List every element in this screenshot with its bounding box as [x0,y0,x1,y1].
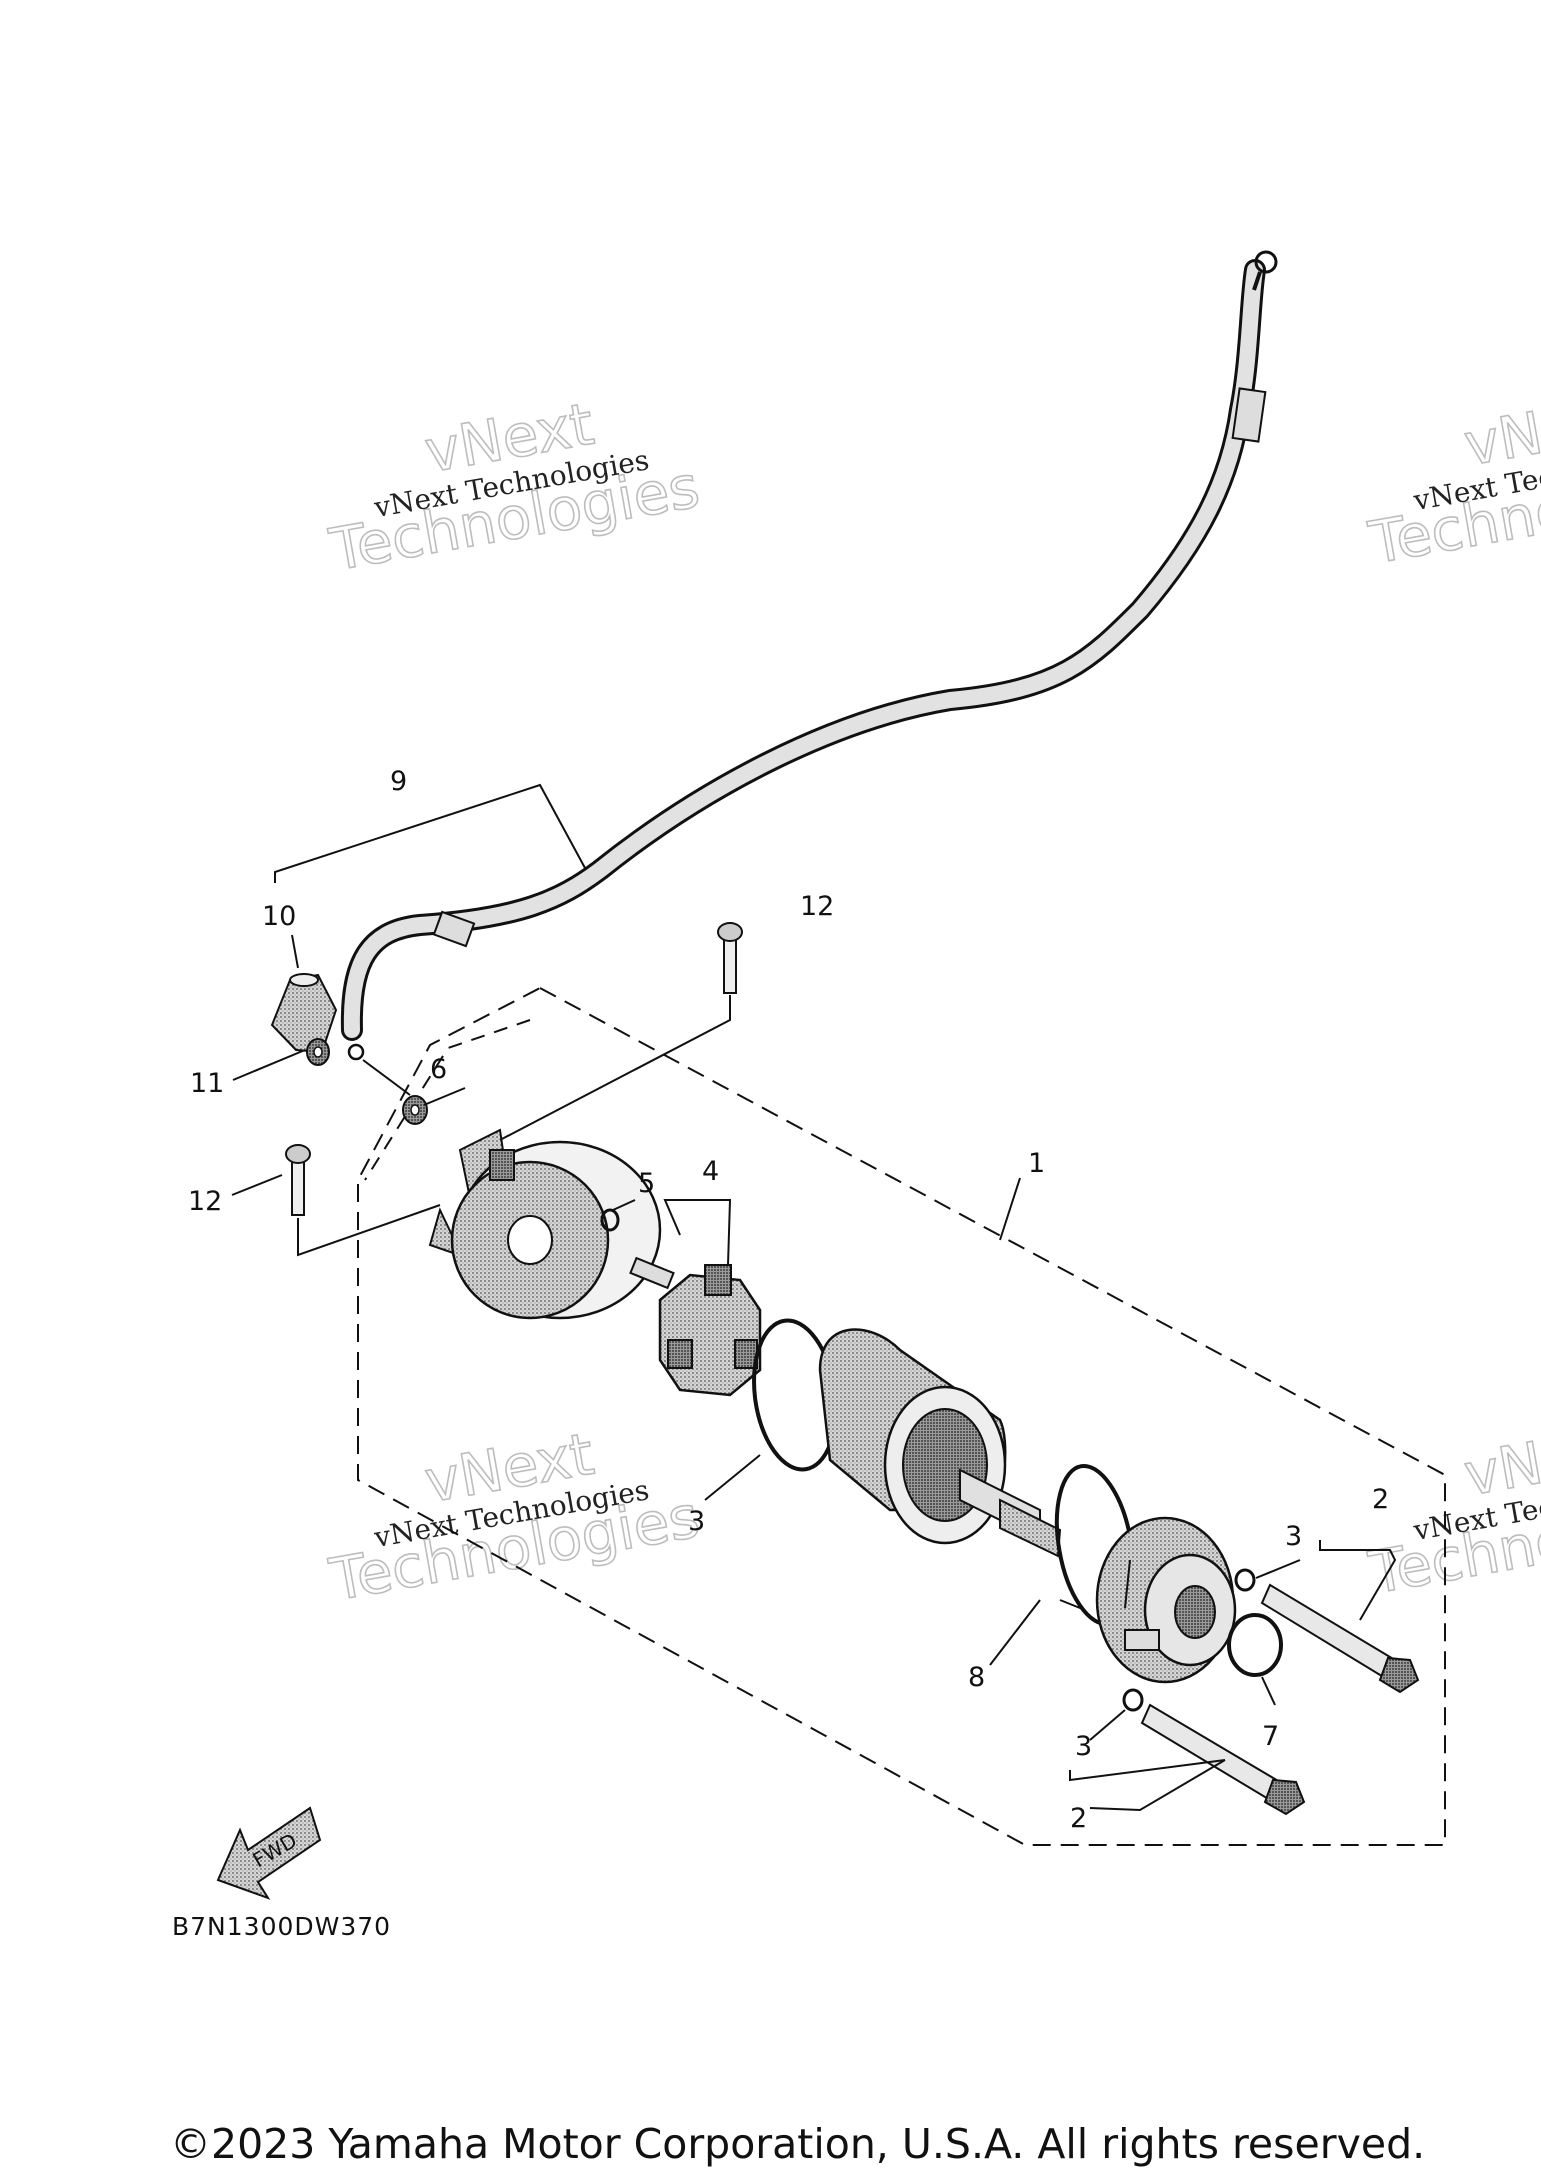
terminal-nut [402,1095,428,1125]
fwd-arrow: FWD [216,1806,322,1900]
through-bolt-lower [1140,1703,1306,1816]
diagram-code: B7N1300DW370 [172,1912,391,1941]
watermark-top-left: vNext Technologies vNext Technologies [324,389,705,585]
callout-3-upper: 3 [1285,1521,1302,1552]
o-ring-small [600,1208,620,1232]
callout-8: 8 [968,1662,985,1693]
assembly-outline [357,987,1446,1846]
o-ring-bolt-upper [1234,1568,1256,1592]
starter-front-cover [1095,1516,1237,1684]
leader-lines [231,783,1397,1812]
callout-4: 4 [702,1156,719,1187]
nut [306,1038,330,1066]
copyright-notice: ©2023 Yamaha Motor Corporation, U.S.A. A… [170,2120,1426,2168]
watermark-mid-left: vNext Technologies vNext Technologies [324,1419,705,1615]
bolt-upper [717,922,743,994]
callout-2-lower: 2 [1070,1803,1087,1834]
callout-2-upper: 2 [1372,1484,1389,1515]
starter-rear-cover [428,1128,662,1320]
watermark-top-right: vNext Technologies vNext Technologies [1363,382,1541,578]
callout-1: 1 [1028,1148,1045,1179]
starter-yoke [818,1328,1062,1558]
bolt-lower [285,1144,311,1216]
callout-3-lower: 3 [1075,1731,1092,1762]
brush-holder [629,1256,762,1397]
o-ring-front [1227,1613,1283,1677]
callout-5: 5 [638,1168,655,1199]
callout-12-lower: 12 [188,1186,222,1217]
callout-12-upper: 12 [800,891,834,922]
callout-11: 11 [190,1068,224,1099]
callout-6: 6 [430,1054,447,1085]
callout-7: 7 [1262,1721,1279,1752]
callout-3-left: 3 [688,1506,705,1537]
callout-9: 9 [390,766,407,797]
o-ring-bolt-lower [1122,1688,1144,1712]
through-bolt-upper [1260,1583,1420,1694]
callout-10: 10 [262,901,296,932]
cable-boot [270,973,338,1054]
starter-cable [340,250,1278,1061]
